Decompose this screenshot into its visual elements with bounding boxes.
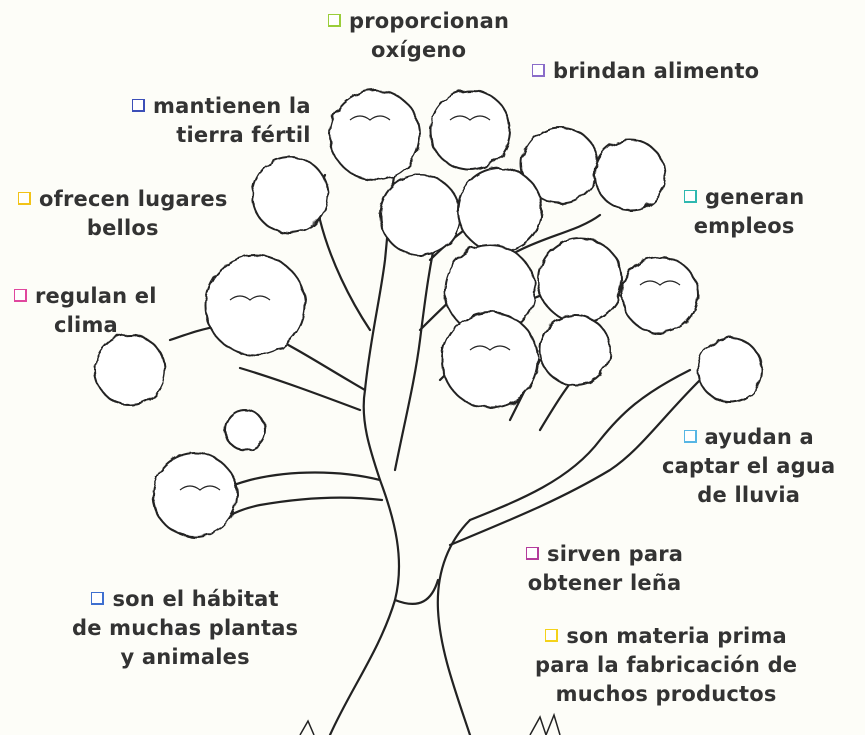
foliage [539, 314, 611, 386]
foliage [94, 334, 166, 406]
checkbox-icon [132, 99, 145, 112]
checkbox-icon [328, 14, 341, 27]
foliage [204, 254, 306, 356]
foliage [537, 237, 623, 323]
checkbox-icon [532, 64, 545, 77]
checkbox-icon [526, 547, 539, 560]
checkbox-icon [684, 190, 697, 203]
label-mantienen-tierra: mantienen la tierra fértil [132, 92, 311, 150]
checkbox-icon [91, 592, 105, 605]
trunk-right [436, 518, 472, 735]
foliage [224, 409, 266, 451]
label-sirven-lena: sirven para obtener leña [526, 542, 684, 595]
checkbox-icon [683, 430, 697, 443]
label-generan-empleos: generan empleos [684, 183, 804, 241]
branch-right-low [468, 368, 692, 522]
foliage [379, 174, 461, 256]
checkbox-icon [545, 629, 559, 642]
foliage [697, 337, 763, 403]
checkbox-icon [18, 192, 31, 205]
foliage [594, 139, 666, 211]
checkbox-icon [14, 289, 27, 302]
foliage [621, 256, 699, 334]
label-brindan-alimento: brindan alimento [532, 57, 759, 86]
foliage [441, 311, 539, 409]
foliage [429, 89, 511, 171]
foliage [251, 156, 329, 234]
label-materia-prima: son materia prima para la fabricación de… [535, 624, 798, 706]
label-ayudan-agua: ayudan a captar el agua de lluvia [662, 425, 836, 507]
foliage [152, 452, 238, 538]
trunk [328, 388, 401, 735]
branch-right-mid [418, 213, 602, 332]
foliage [457, 167, 543, 253]
label-habitat: son el hábitat de muchas plantas y anima… [72, 587, 299, 669]
label-ofrecen-lugares: ofrecen lugares bellos [18, 185, 228, 243]
foliage [329, 89, 421, 181]
label-proporcionan-oxigeno: proporcionan oxígeno [328, 7, 509, 65]
label-regulan-clima: regulan el clima [14, 282, 157, 340]
